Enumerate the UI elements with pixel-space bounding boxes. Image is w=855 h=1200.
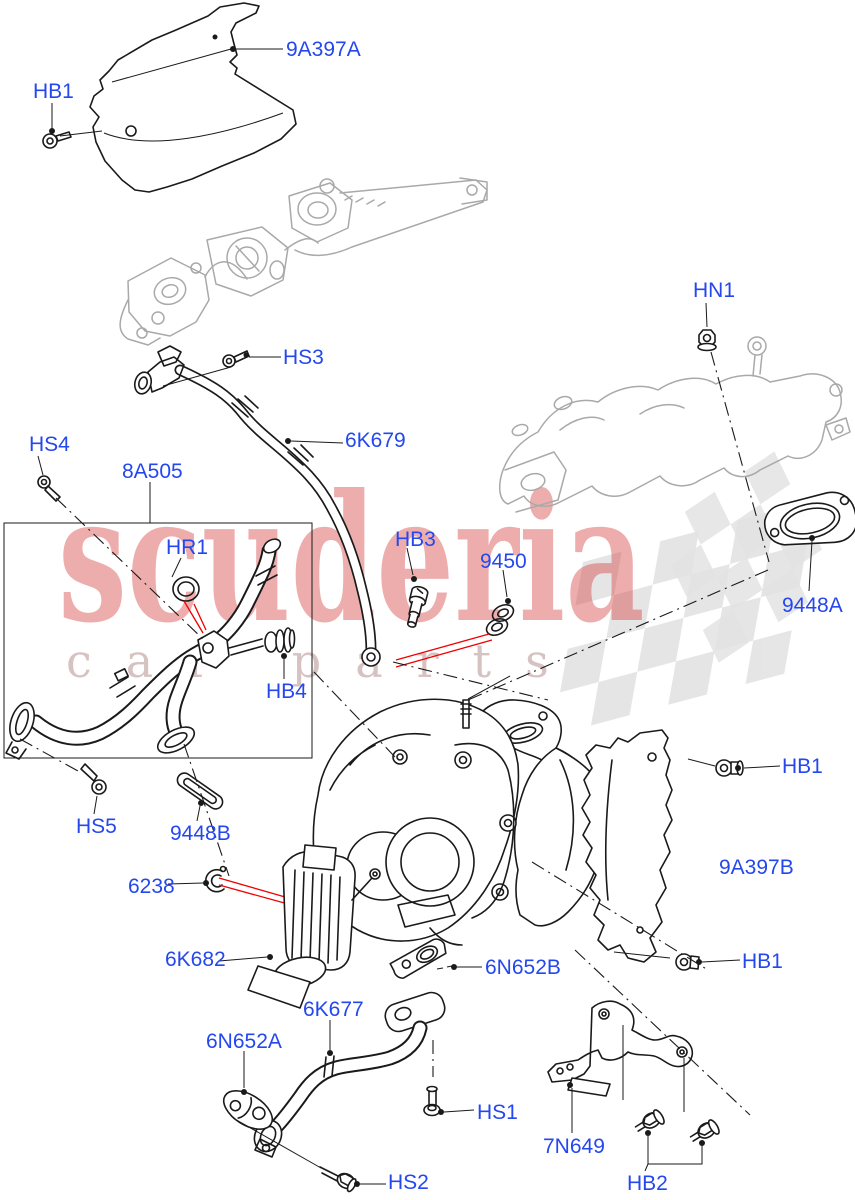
turbocharger-drawing xyxy=(218,675,608,1009)
assembly-axis-lines xyxy=(19,351,770,1116)
gasket-6n652b xyxy=(389,938,482,979)
part-label-HB1-b: HB1 xyxy=(782,755,823,778)
heat-shield-9a397b-drawing xyxy=(581,729,673,963)
part-label-7N649: 7N649 xyxy=(543,1135,605,1158)
part-label-HR1: HR1 xyxy=(166,536,209,559)
part-label-HB2: HB2 xyxy=(627,1172,668,1195)
part-label-9A397B: 9A397B xyxy=(719,856,794,879)
part-label-HB1-c: HB1 xyxy=(742,950,783,973)
part-label-9A397A: 9A397A xyxy=(286,38,361,61)
gasket-9448a xyxy=(763,491,855,592)
part-label-HS1: HS1 xyxy=(477,1101,518,1124)
bolt-hs1 xyxy=(423,1085,475,1117)
bolt-hb1-right-upper xyxy=(687,758,781,777)
coolant-pipe-6k679-drawing xyxy=(133,345,381,667)
watermark-subtext: car parts xyxy=(66,634,583,688)
part-label-6K682: 6K682 xyxy=(165,948,226,971)
bolt-hs3 xyxy=(162,350,281,387)
checkered-flag-grid-2 xyxy=(670,451,823,663)
part-label-HS4: HS4 xyxy=(29,433,70,456)
bracket-7n649-drawing xyxy=(547,1000,694,1133)
exhaust-manifold-left-ghost xyxy=(119,177,488,346)
part-label-HS5: HS5 xyxy=(76,815,117,838)
part-label-HB3: HB3 xyxy=(395,528,436,551)
part-label-HS2: HS2 xyxy=(388,1171,429,1194)
bolt-hb1-top-left xyxy=(42,103,103,149)
o-ring-hr1 xyxy=(171,557,207,634)
part-label-6N652B: 6N652B xyxy=(485,956,561,979)
bolt-hb3 xyxy=(406,547,429,628)
bolt-hs5 xyxy=(80,763,107,815)
part-label-6N652A: 6N652A xyxy=(206,1030,282,1053)
nut-hn1 xyxy=(697,302,717,352)
bolt-hs2 xyxy=(319,1166,386,1193)
bolts-hb2 xyxy=(634,1109,720,1172)
part-label-HB1-a: HB1 xyxy=(33,80,74,103)
washers-9450 xyxy=(395,569,515,668)
heat-shield-9a397a-drawing xyxy=(89,2,297,193)
group-box-8a505 xyxy=(3,482,313,759)
part-label-8A505: 8A505 xyxy=(122,460,183,483)
oil-drain-pipe-6k677-drawing xyxy=(253,991,446,1158)
gasket-9448b xyxy=(176,772,224,822)
part-label-HS3: HS3 xyxy=(283,346,324,369)
part-label-9448B: 9448B xyxy=(170,822,231,845)
part-label-HN1: HN1 xyxy=(693,279,736,302)
part-label-9448A: 9448A xyxy=(782,594,843,617)
bolt-hs4 xyxy=(37,455,61,502)
leader-9a397a xyxy=(230,46,283,52)
part-label-6K679: 6K679 xyxy=(345,429,406,452)
exhaust-manifold-right-ghost xyxy=(498,336,851,513)
bolt-hb4 xyxy=(228,627,296,679)
part-label-9450: 9450 xyxy=(480,550,527,573)
clip-6238 xyxy=(167,865,300,908)
part-label-HB4: HB4 xyxy=(266,680,307,703)
water-pipe-8a505-drawing xyxy=(5,538,282,760)
gasket-6n652a xyxy=(222,1051,322,1169)
part-label-6K677: 6K677 xyxy=(303,998,364,1021)
part-label-6238: 6238 xyxy=(128,875,175,898)
